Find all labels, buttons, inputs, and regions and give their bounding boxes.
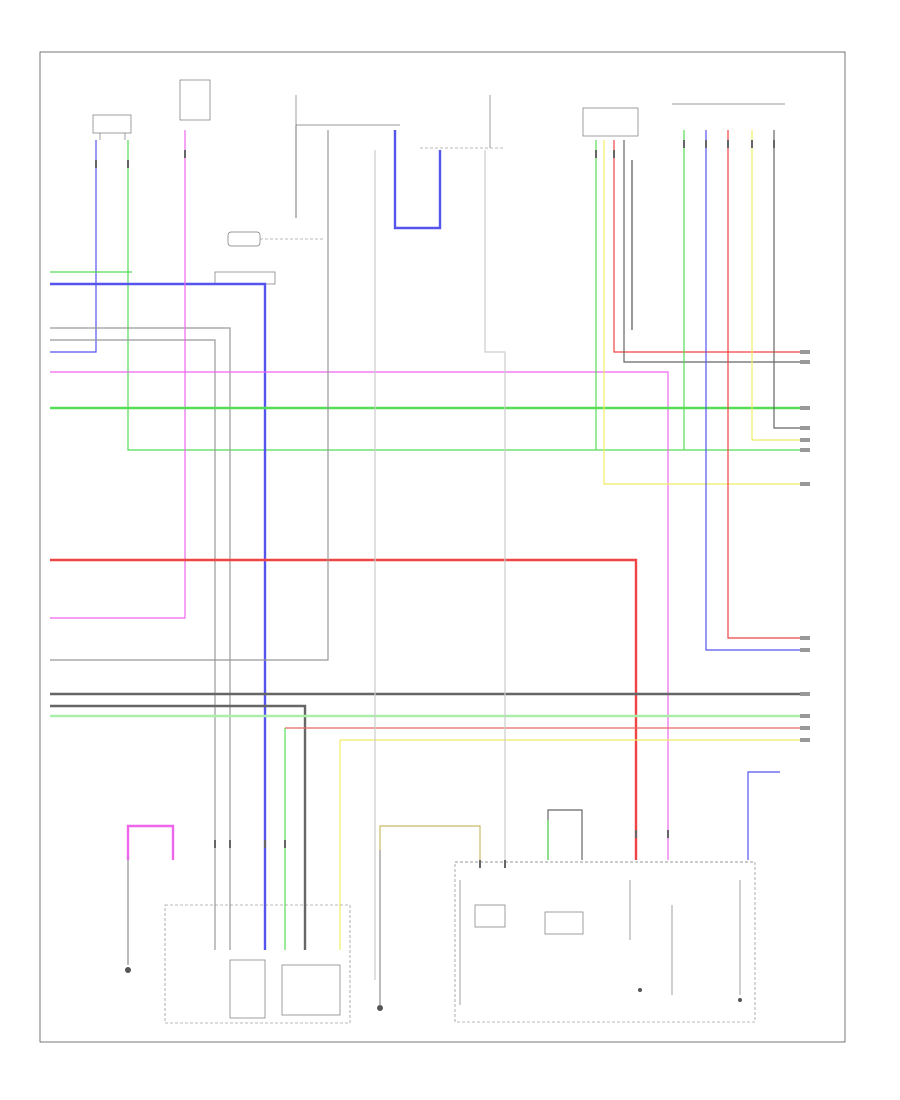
meter-element-b <box>544 911 584 935</box>
wire-pink-loop <box>126 824 175 860</box>
wire-blue-loop <box>393 130 442 230</box>
wire-black-b <box>50 704 307 950</box>
top-switch-assembly <box>420 95 505 149</box>
ecm-box <box>164 904 351 1024</box>
wire-red-main <box>50 558 638 860</box>
wire-yellow-right <box>603 140 810 485</box>
wire-gray-mid <box>50 130 329 661</box>
ecm-sub-b <box>281 964 341 1016</box>
ground-left-icon <box>125 967 131 973</box>
wire-blue-left <box>50 140 97 353</box>
wire-red-right <box>613 140 810 353</box>
wire-yellow-far <box>751 130 810 441</box>
wire-blue-right <box>705 130 810 651</box>
top-relay-block <box>179 79 211 121</box>
wire-pink-main <box>50 371 669 860</box>
ground-center-icon <box>377 1005 383 1011</box>
combination-meter-box <box>454 861 756 1023</box>
wire-gray-a <box>50 327 231 950</box>
junction-connector <box>214 231 325 285</box>
top-left-sensor <box>92 114 132 140</box>
wire-lightgray-center <box>484 150 506 860</box>
right-edge-terminals <box>800 350 810 742</box>
wire-black-right <box>623 140 810 363</box>
ecm-sub-a <box>229 959 266 1019</box>
wire-blue-meter <box>747 771 780 860</box>
wire-green-mid <box>127 140 800 451</box>
wire-gray-b <box>50 339 216 950</box>
wire-tan <box>379 825 481 860</box>
wire-black-far <box>773 130 810 429</box>
diagram-frame <box>39 51 846 1043</box>
top-center-connector <box>295 95 400 218</box>
wire-pink-left <box>50 130 186 619</box>
wire-red-far <box>727 130 810 639</box>
top-right-connector-a <box>582 107 639 137</box>
meter-element-a <box>474 904 506 928</box>
connector-ticks <box>95 140 775 868</box>
wire-meter-top <box>547 809 583 860</box>
wire-blue-main <box>50 282 267 950</box>
